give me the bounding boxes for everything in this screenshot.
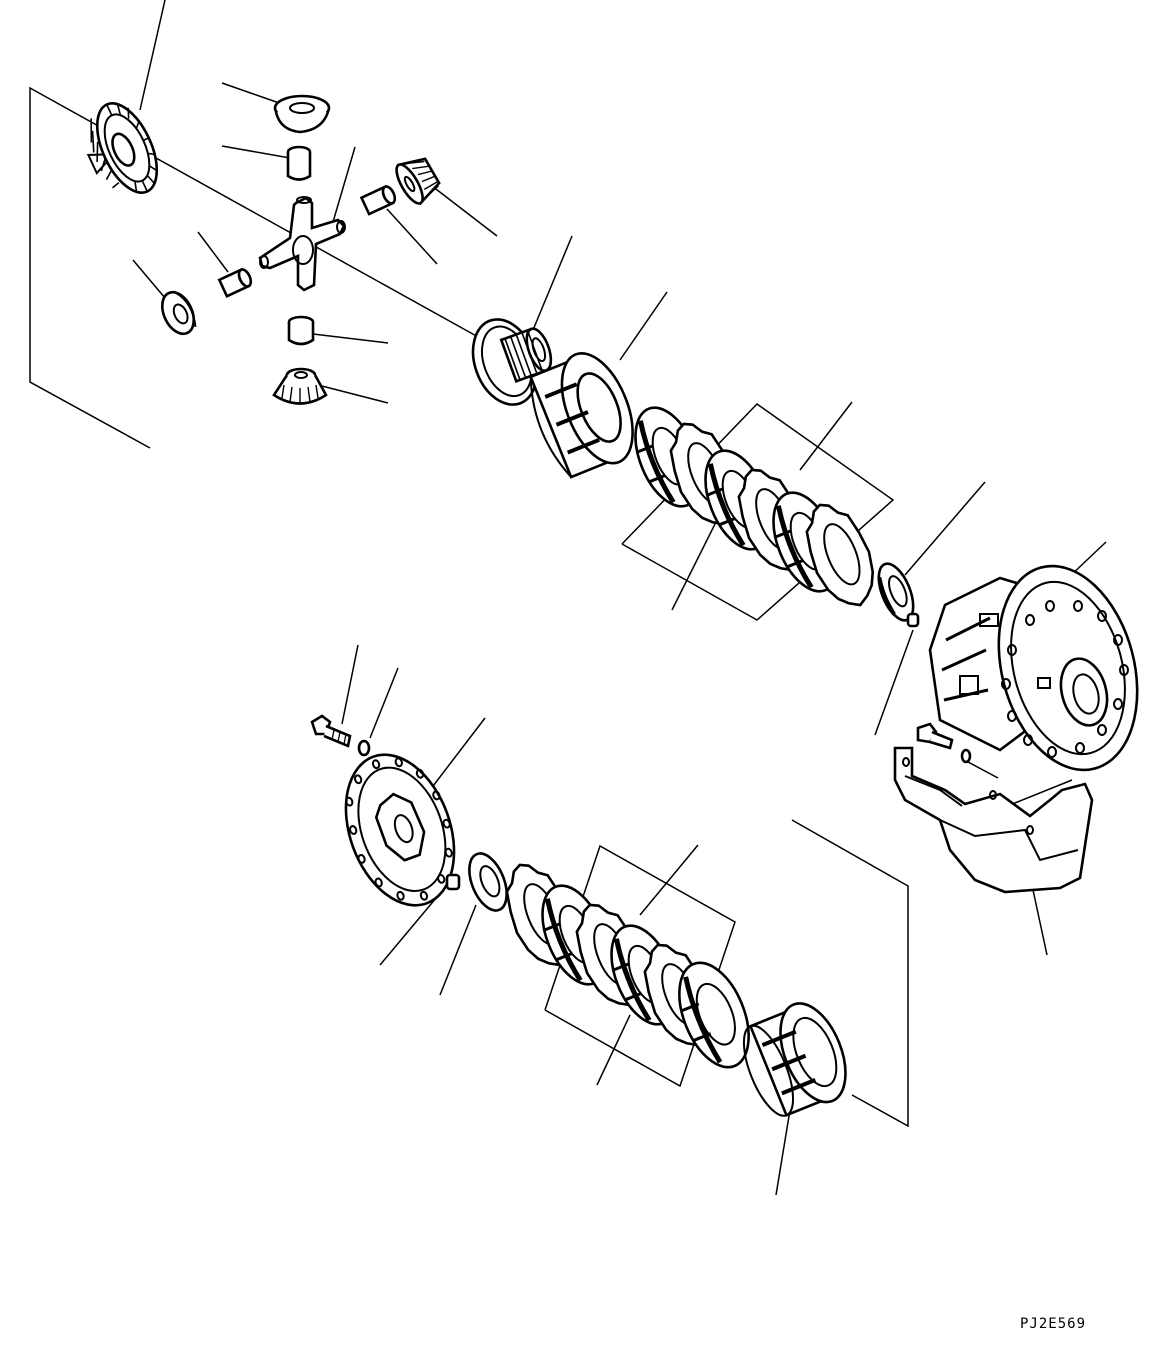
guard-cover <box>893 746 1094 894</box>
leader-lines <box>132 0 1107 1196</box>
pressure-ring-upper <box>528 352 634 479</box>
washer-lower <box>357 739 371 757</box>
case-flange-plate <box>344 753 456 907</box>
thrust-washer-lower <box>468 852 508 912</box>
bolt-lower <box>310 714 352 748</box>
thrust-washer-upper <box>877 562 915 622</box>
dowel-pin-upper <box>906 612 920 628</box>
group-bracket-bottom-right <box>791 819 909 1128</box>
differential-spider <box>258 196 346 292</box>
thrust-washer-dome-top <box>273 94 331 134</box>
pressure-ring-lower <box>742 1002 847 1117</box>
separator-plate-upper-3 <box>805 503 875 607</box>
pinion-gear-bottom <box>272 367 328 405</box>
side-gear-hub <box>471 318 553 406</box>
side-gear-large <box>86 102 159 194</box>
pinion-gear-right <box>395 157 441 206</box>
group-bracket-left <box>29 86 481 449</box>
dowel-pin-lower <box>445 873 461 891</box>
clutch-plate-lower-3 <box>678 961 750 1069</box>
washer-right <box>960 748 972 764</box>
bushing-right <box>359 185 397 216</box>
bushing-bottom <box>287 315 315 346</box>
bolt-right <box>916 722 954 750</box>
thrust-washer-left <box>160 290 197 336</box>
differential-case <box>928 564 1139 772</box>
bushing-left <box>217 268 253 298</box>
bushing-top <box>286 145 312 181</box>
figure-code: PJ2E569 <box>1020 1316 1087 1332</box>
